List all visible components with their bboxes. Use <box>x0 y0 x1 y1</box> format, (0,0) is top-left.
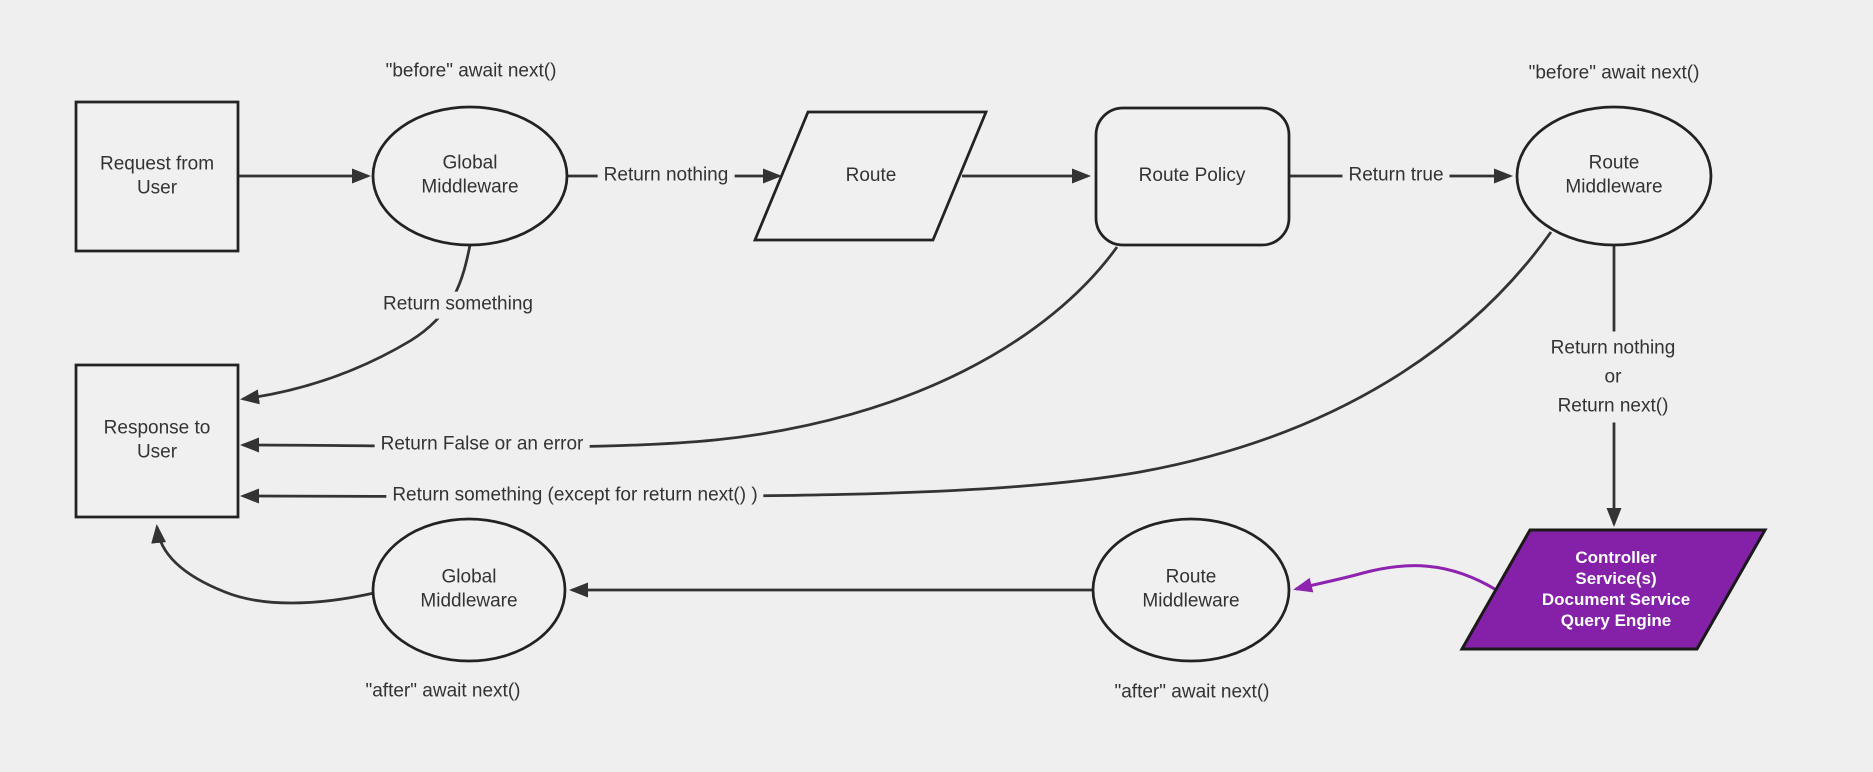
before-await-next-right-annotation: "before" await next() <box>1528 62 1700 84</box>
return-nothing-or-next-edge-label: Return nothing or Return next() <box>1542 331 1684 423</box>
global-middleware-top-node <box>371 105 569 247</box>
response-to-user-node <box>74 363 240 519</box>
or-line: or <box>1604 366 1622 388</box>
route-middleware-top-node <box>1515 105 1713 247</box>
route-middleware-bottom-node <box>1091 517 1291 663</box>
before-await-next-left-annotation: "before" await next() <box>385 60 557 82</box>
controller-services-node <box>1459 528 1768 651</box>
request-from-user-label: Request from User <box>99 153 215 199</box>
route-policy-node <box>1094 106 1291 247</box>
response-to-user-label: Response to User <box>103 417 211 463</box>
global-middleware-top-label: Global Middleware <box>421 152 519 198</box>
request-from-user-node <box>74 100 240 253</box>
edge-route-policy-to-response <box>240 246 1119 453</box>
document-service-line: Document Service <box>1541 590 1691 609</box>
route-label: Route <box>845 164 897 186</box>
edge-global-middleware-to-response <box>240 244 472 405</box>
return-true-edge-label: Return true <box>1342 162 1450 190</box>
return-something-edge-label: Return something <box>377 291 539 319</box>
edge-global-middleware-bottom-to-response <box>151 524 375 605</box>
query-engine-line: Query Engine <box>1560 611 1672 630</box>
return-nothing-line: Return nothing <box>1550 337 1676 359</box>
route-middleware-top-label: Route Middleware <box>1565 152 1663 198</box>
after-await-next-right-annotation: "after" await next() <box>1114 681 1270 703</box>
route-policy-label: Route Policy <box>1138 164 1246 186</box>
controller-line: Controller <box>1575 548 1657 567</box>
return-nothing-edge-label: Return nothing <box>597 162 735 190</box>
controller-services-label: Controller Service(s) Document Service Q… <box>1542 547 1690 631</box>
after-await-next-left-annotation: "after" await next() <box>365 680 521 702</box>
route-middleware-bottom-label: Route Middleware <box>1142 566 1240 612</box>
return-next-line: Return next() <box>1557 395 1669 417</box>
edge-controller-to-route-middleware-bottom <box>1293 564 1499 593</box>
global-middleware-bottom-label: Global Middleware <box>420 566 518 612</box>
return-something-except-edge-label: Return something (except for return next… <box>386 482 764 510</box>
route-node <box>752 110 989 242</box>
services-line: Service(s) <box>1575 569 1657 588</box>
global-middleware-bottom-node <box>371 517 567 663</box>
return-false-edge-label: Return False or an error <box>374 431 590 459</box>
